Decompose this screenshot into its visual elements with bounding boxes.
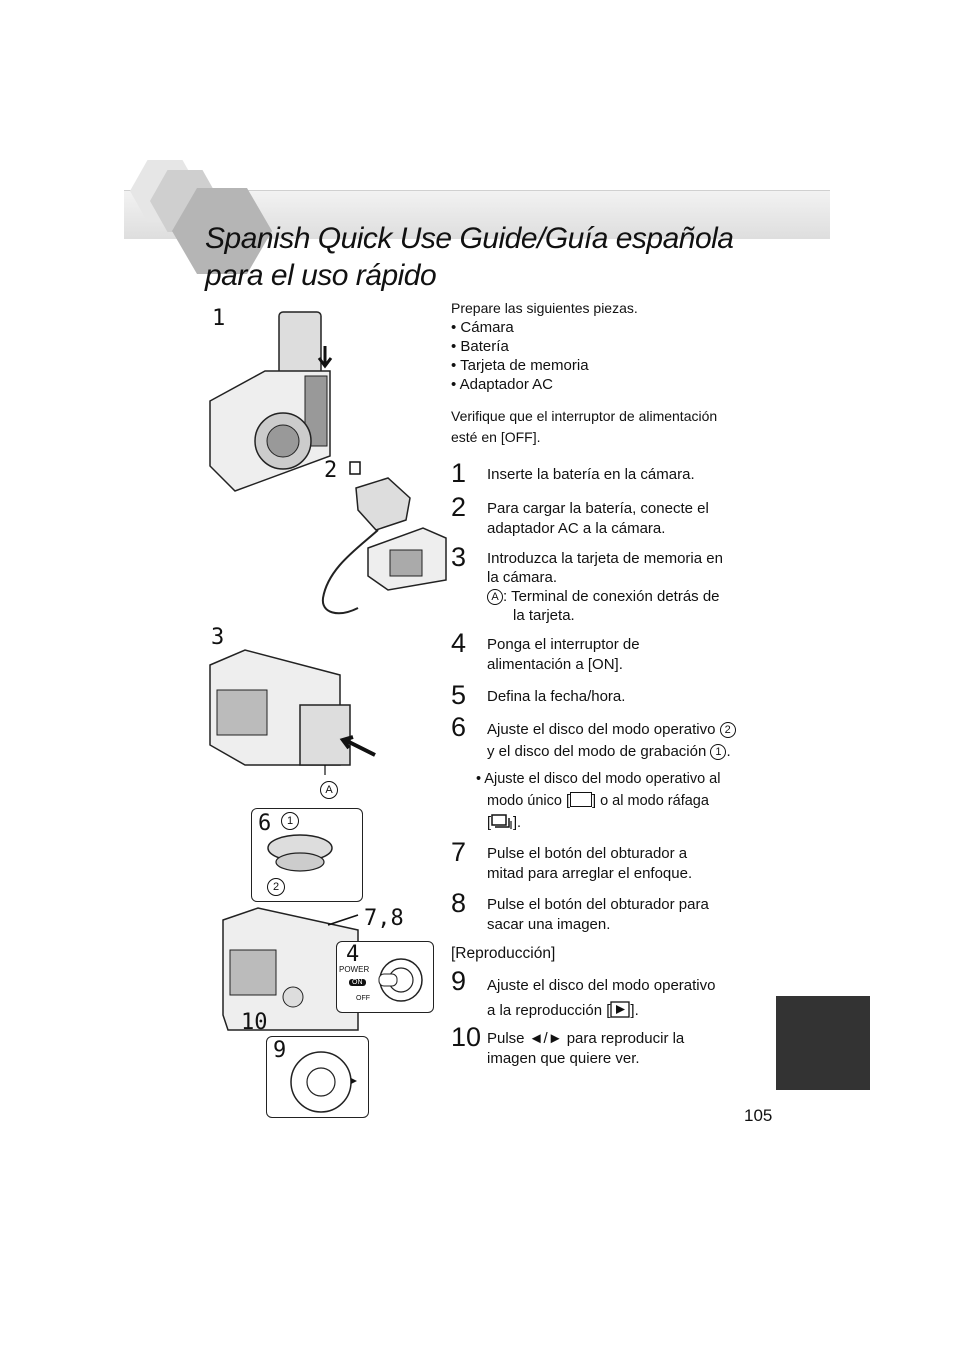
step-line: Pulse ◄/► para reproducir la: [487, 1030, 685, 1047]
intro-block: Prepare las siguientes piezas. • Cámara …: [451, 299, 638, 394]
decorative-hexagon: [172, 188, 272, 274]
figure-label-7-8: 7,8: [364, 906, 404, 931]
step-line: Para cargar la batería, conecte el: [487, 500, 709, 517]
playback-dial-panel: [266, 1036, 369, 1118]
bullet-text: [: [487, 815, 492, 831]
page-title: Spanish Quick Use Guide/Guía española pa…: [205, 220, 825, 294]
step-line: Ajuste el disco del modo operativo: [487, 977, 716, 994]
step-number: 8: [451, 888, 467, 918]
play-icon: [610, 1001, 631, 1018]
bullet-line: [].: [476, 812, 720, 834]
step-text: Defina la fecha/hora.: [487, 688, 626, 705]
step-line: Pulse el botón del obturador a: [487, 845, 688, 862]
step-line-end: .: [726, 743, 731, 760]
step-line: sacar una imagen.: [487, 916, 611, 933]
step-line-text: y el disco del modo de grabación: [487, 743, 707, 760]
step-text: Ajuste el disco del modo operativo 2 y e…: [487, 719, 736, 763]
marker-a: A: [487, 589, 503, 605]
note-line-1: : Terminal de conexión detrás de: [503, 588, 720, 605]
step-text: Para cargar la batería, conecte el adapt…: [487, 499, 709, 539]
step-line: Pulse el botón del obturador para: [487, 896, 709, 913]
step-note: A: Terminal de conexión detrás de: [487, 587, 723, 606]
single-mode-icon: [570, 792, 593, 807]
verify-block: Verifique que el interruptor de alimenta…: [451, 406, 717, 448]
step-number: 4: [451, 628, 467, 658]
step-line: Introduzca la tarjeta de memoria en: [487, 550, 723, 567]
figure-label-2: 2: [324, 458, 338, 483]
step-line-text: a la reproducción [: [487, 1002, 611, 1019]
step-number: 5: [451, 680, 467, 710]
item-camera: • Cámara: [451, 319, 514, 336]
marker-a-figure: A: [320, 781, 338, 799]
ac-adapter-illustration: [321, 461, 447, 615]
step-text: Pulse el botón del obturador para sacar …: [487, 895, 709, 935]
step-text: Pulse ◄/► para reproducir la imagen que …: [487, 1029, 684, 1069]
step-line-text: ].: [630, 1002, 639, 1019]
item-battery: • Batería: [451, 338, 509, 355]
step-line-text: Ajuste el disco del modo operativo: [487, 721, 716, 738]
step-line: Ajuste el disco del modo operativo 2: [487, 719, 736, 741]
playback-dial-icon: [290, 1051, 357, 1113]
step-line: a la reproducción [].: [487, 998, 715, 1023]
step-number: 7: [451, 837, 467, 867]
marker-1-figure: 1: [281, 812, 299, 830]
step-line: mitad para arreglar el enfoque.: [487, 865, 693, 882]
bullet-text: ].: [513, 815, 522, 831]
step-text: Pulse el botón del obturador a mitad par…: [487, 844, 692, 884]
step-text: Inserte la batería en la cámara.: [487, 466, 695, 483]
figure-label-6: 6: [258, 811, 272, 836]
verify-line-1: Verifique que el interruptor de alimenta…: [451, 408, 718, 424]
marker-1: 1: [710, 744, 727, 760]
mode-dial-icon: [267, 834, 333, 872]
figure-label-9: 9: [273, 1038, 287, 1063]
step-number: 2: [451, 492, 467, 522]
step-number: 3: [451, 542, 467, 572]
marker-2: 2: [719, 722, 736, 738]
step-text: Introduzca la tarjeta de memoria en la c…: [487, 549, 723, 625]
power-label: POWER: [339, 965, 370, 974]
figure-label-3: 3: [211, 625, 225, 650]
step-number: 9: [451, 966, 467, 996]
item-ac-adapter: • Adaptador AC: [451, 376, 553, 393]
memory-card-illustration: [209, 649, 376, 775]
on-label: ON: [349, 979, 366, 986]
figure-label-10: 10: [241, 1010, 268, 1035]
camera-battery-illustration: [209, 311, 333, 492]
verify-line-2: esté en [OFF].: [451, 429, 541, 445]
step-line: alimentación a [ON].: [487, 656, 623, 673]
bullet-text: ] o al modo ráfaga: [592, 793, 709, 809]
prepare-text: Prepare las siguientes piezas.: [451, 300, 638, 316]
bullet-text: modo único [: [487, 793, 571, 809]
step-text: Ponga el interruptor de alimentación a […: [487, 635, 640, 675]
step-number: 1: [451, 458, 467, 488]
title-line-2: para el uso rápido: [205, 259, 437, 292]
step-line: adaptador AC a la cámara.: [487, 520, 666, 537]
bullet-line: • Ajuste el disco del modo operativo al: [476, 771, 721, 787]
mode-dial-panel: [251, 808, 363, 902]
step-text: Ajuste el disco del modo operativo a la …: [487, 973, 715, 1023]
step-line: Ponga el interruptor de: [487, 636, 640, 653]
step-number: 10: [451, 1022, 482, 1052]
camera-back-illustration: [222, 907, 359, 1031]
note-line-2: la tarjeta.: [513, 607, 575, 624]
burst-mode-icon: [491, 814, 512, 829]
step-line: la cámara.: [487, 569, 558, 586]
section-playback: [Reproducción]: [451, 945, 556, 962]
page-number: 105: [744, 1106, 773, 1125]
marker-2-figure: 2: [267, 878, 285, 896]
step-6-bullet: • Ajuste el disco del modo operativo al …: [476, 768, 720, 834]
title-line-1: Spanish Quick Use Guide/Guía española: [205, 222, 734, 255]
figure-label-1: 1: [212, 306, 226, 331]
step-line: imagen que quiere ver.: [487, 1050, 640, 1067]
figure-label-4: 4: [346, 942, 360, 967]
off-label: OFF: [356, 995, 370, 1002]
power-switch-icon: [378, 958, 423, 1002]
step-number: 6: [451, 712, 467, 742]
bullet-line: modo único [ ] o al modo ráfaga: [476, 790, 720, 812]
step-line: y el disco del modo de grabación 1.: [487, 741, 736, 763]
section-tab: [776, 996, 870, 1090]
item-memory-card: • Tarjeta de memoria: [451, 357, 589, 374]
